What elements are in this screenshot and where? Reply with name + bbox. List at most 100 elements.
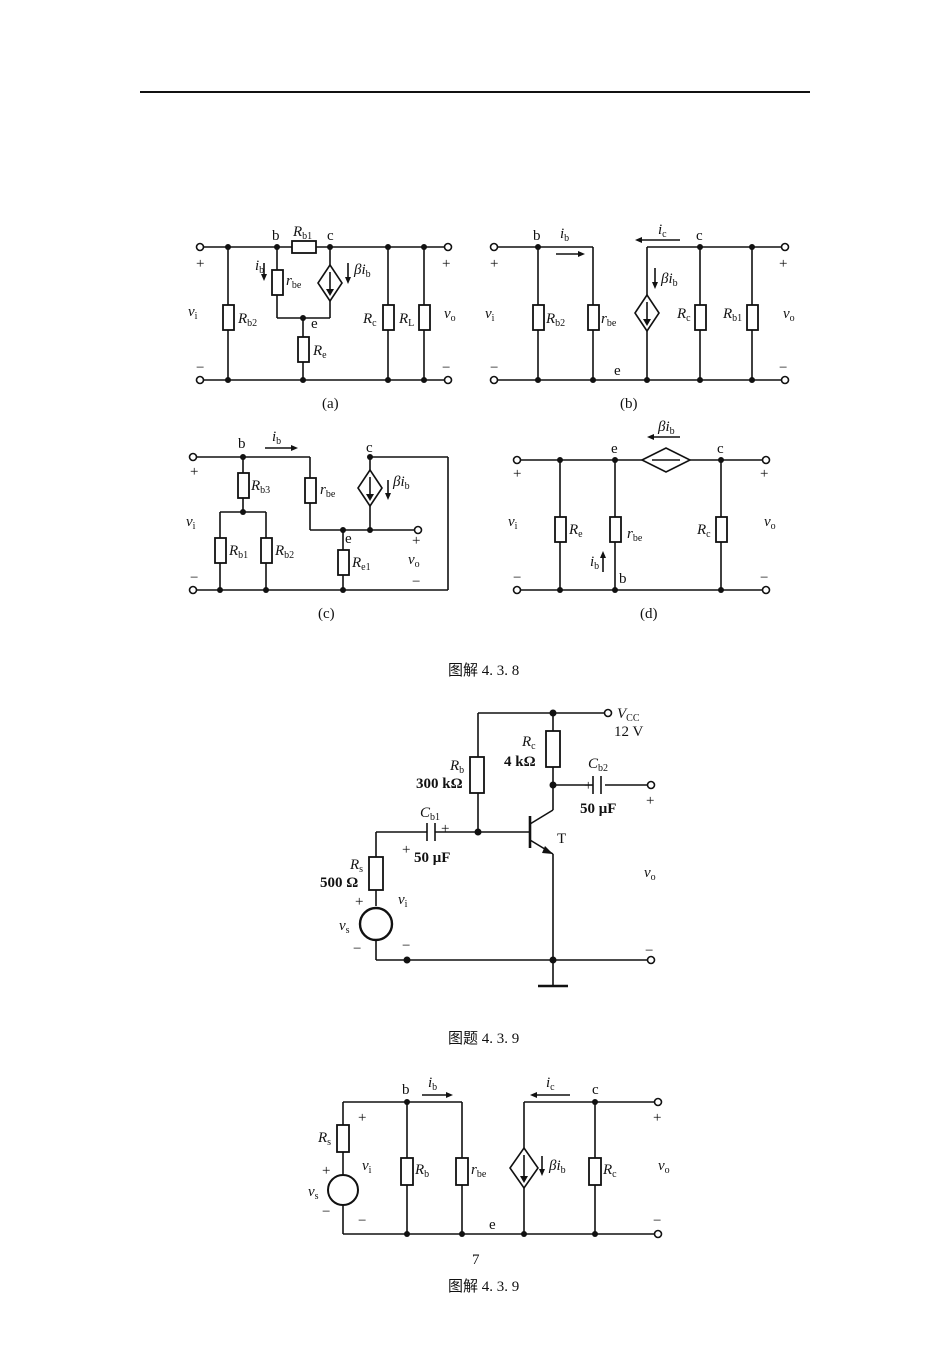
- svg-text:Rb1: Rb1: [722, 306, 742, 324]
- resistor-rbe: [304, 477, 317, 504]
- minus-sign: −: [196, 360, 204, 376]
- node-c-label: c: [696, 228, 703, 244]
- rc-value: 4 kΩ: [504, 754, 536, 770]
- plus-sign: +: [779, 256, 787, 272]
- plus-sign: +: [196, 256, 204, 272]
- svg-text:βib: βib: [657, 419, 675, 437]
- sub-label-a: (a): [322, 396, 339, 412]
- node-e-label: e: [311, 316, 318, 332]
- resistor-rbe: [271, 269, 284, 296]
- plus-sign: +: [358, 1110, 366, 1126]
- node-e-label: e: [614, 363, 621, 379]
- svg-text:vs: vs: [339, 918, 350, 936]
- minus-sign: −: [322, 1204, 330, 1220]
- svg-text:vo: vo: [644, 865, 656, 883]
- svg-text:rbe: rbe: [320, 482, 336, 500]
- minus-sign: −: [412, 574, 420, 590]
- circuit-c: b c e ib βib Rb3 rbe Rb1 Rb2 Re1 vi vo +…: [186, 429, 449, 622]
- plus-sign: +: [513, 466, 521, 482]
- resistor-rb2: [532, 304, 545, 331]
- svg-text:Rc: Rc: [676, 306, 691, 324]
- resistor-rs: [368, 856, 384, 891]
- plus-sign: +: [441, 821, 449, 837]
- caption-fig439: 图解 4. 3. 9: [448, 1278, 519, 1295]
- plus-sign: +: [402, 842, 410, 858]
- svg-text:VCC: VCC: [617, 706, 640, 724]
- svg-text:βib: βib: [548, 1158, 566, 1176]
- amplifier-circuit: VCC 12 V Rc 4 kΩ Rb 300 kΩ Cb2 + 50 μF +…: [320, 706, 656, 988]
- minus-sign: −: [490, 360, 498, 376]
- resistor-re: [297, 336, 310, 363]
- source-vs: [358, 906, 394, 942]
- svg-text:rbe: rbe: [471, 1162, 487, 1180]
- svg-text:rbe: rbe: [627, 526, 643, 544]
- svg-text:Rs: Rs: [349, 857, 363, 875]
- minus-sign: −: [760, 570, 768, 586]
- resistor-rb: [400, 1157, 414, 1186]
- svg-text:Re: Re: [312, 343, 327, 361]
- svg-text:Cb1: Cb1: [420, 805, 440, 823]
- plus-sign: +: [322, 1163, 330, 1179]
- resistor-rbe: [587, 304, 600, 331]
- resistor-rbe: [455, 1157, 469, 1186]
- svg-text:βib: βib: [392, 474, 410, 492]
- svg-text:vs: vs: [308, 1184, 319, 1202]
- plus-sign: +: [412, 533, 420, 549]
- source-vs: [327, 1174, 359, 1206]
- svg-text:ib: ib: [428, 1075, 437, 1093]
- svg-text:ib: ib: [560, 226, 569, 244]
- resistor-re1: [337, 549, 350, 576]
- svg-text:vi: vi: [508, 514, 518, 532]
- cb1-value: 50 μF: [414, 850, 450, 866]
- resistor-rb2: [260, 537, 273, 564]
- svg-text:rbe: rbe: [286, 273, 302, 291]
- circuit-a: b c e Rb1 Rb2 rbe Re Rc RL ib βib vi vo …: [188, 224, 456, 412]
- minus-sign: −: [190, 570, 198, 586]
- minus-sign: −: [645, 943, 653, 959]
- svg-text:vo: vo: [783, 306, 795, 324]
- resistor-rl: [418, 304, 431, 331]
- plus-sign: +: [653, 1110, 661, 1126]
- equivalent-circuit-439: b c e ib ic βib Rs Rb rbe Rc vi vs vo + …: [308, 1075, 670, 1239]
- minus-sign: −: [358, 1213, 366, 1229]
- svg-text:ic: ic: [658, 222, 667, 240]
- svg-text:Rb3: Rb3: [250, 478, 270, 496]
- svg-text:vo: vo: [764, 514, 776, 532]
- resistor-rb1: [746, 304, 759, 331]
- node-b-label: b: [619, 571, 627, 587]
- circuit-d: e c b βib Re rbe Rc ib vi vo + − + − (d): [508, 419, 776, 622]
- resistor-rb1: [214, 537, 227, 564]
- resistor-rb: [469, 756, 485, 794]
- caption-q439: 图题 4. 3. 9: [448, 1030, 519, 1047]
- svg-text:Rb: Rb: [414, 1162, 429, 1180]
- svg-text:Rb: Rb: [449, 758, 464, 776]
- svg-text:βib: βib: [353, 262, 371, 280]
- minus-sign: −: [653, 1213, 661, 1229]
- svg-text:Rb1: Rb1: [292, 224, 312, 242]
- resistor-rc: [694, 304, 707, 331]
- svg-text:vo: vo: [658, 1158, 670, 1176]
- svg-text:vo: vo: [444, 306, 456, 324]
- svg-text:vo: vo: [408, 552, 420, 570]
- svg-text:Rc: Rc: [602, 1162, 617, 1180]
- sub-label-d: (d): [640, 606, 658, 622]
- svg-text:vi: vi: [188, 304, 198, 322]
- svg-text:vi: vi: [485, 306, 495, 324]
- rs-value: 500 Ω: [320, 875, 358, 891]
- resistor-rs: [336, 1124, 350, 1153]
- svg-text:ib: ib: [590, 554, 599, 572]
- page-number: 7: [472, 1252, 480, 1268]
- svg-text:vi: vi: [186, 514, 196, 532]
- svg-text:Rb2: Rb2: [237, 311, 257, 329]
- minus-sign: −: [513, 570, 521, 586]
- svg-text:ib: ib: [255, 258, 264, 276]
- plus-sign: +: [646, 793, 654, 809]
- resistor-rb3: [237, 472, 250, 499]
- node-c-label: c: [592, 1082, 599, 1098]
- node-b-label: b: [533, 228, 541, 244]
- resistor-rb1: [291, 240, 317, 254]
- svg-text:Re1: Re1: [351, 555, 371, 573]
- minus-sign: −: [402, 938, 410, 954]
- minus-sign: −: [442, 360, 450, 376]
